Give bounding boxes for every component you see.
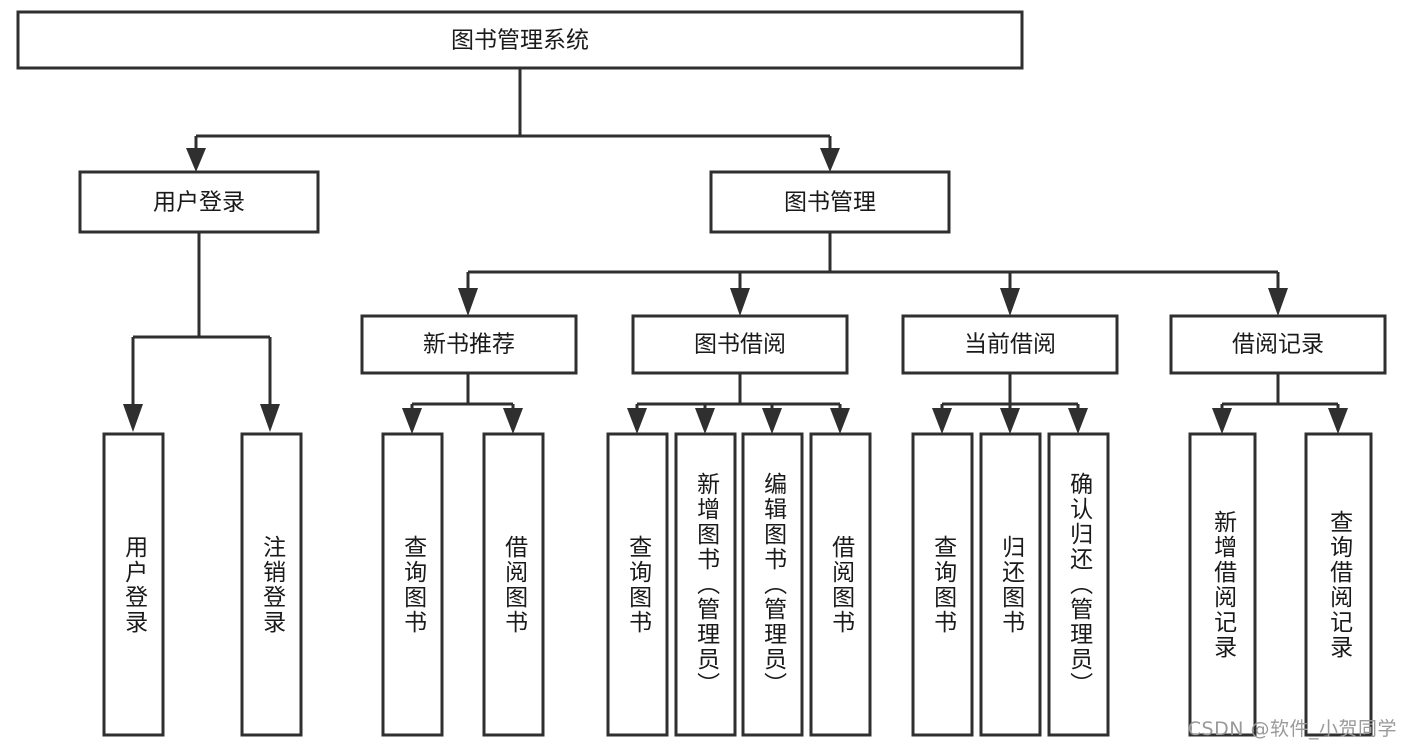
- node-new-book-recommend-label: 新书推荐: [423, 332, 515, 358]
- arrow-to-new-book-recommend: [458, 288, 478, 316]
- arrow-book-borrow-leaf-1: [627, 408, 647, 434]
- leaf-box-new-book-1[interactable]: [381, 432, 444, 737]
- arrow-book-borrow-leaf-4: [830, 408, 850, 434]
- node-book-manage-box: [709, 170, 951, 234]
- node-current-borrow-label: 当前借阅: [964, 332, 1056, 358]
- arrow-to-current-borrow: [1000, 288, 1020, 316]
- arrow-new-book-leaf-1: [402, 408, 422, 434]
- leaf-box-current-borrow-1[interactable]: [911, 432, 974, 737]
- node-book-manage-label: 图书管理: [784, 190, 876, 216]
- watermark: CSDN @软件_小贺同学: [1187, 718, 1397, 740]
- node-borrow-record-label: 借阅记录: [1232, 332, 1324, 358]
- leaf-box-borrow-record-2[interactable]: [1304, 432, 1373, 737]
- node-current-borrow-box: [901, 314, 1119, 375]
- node-user-login-label: 用户登录: [153, 190, 245, 216]
- connectors-group: [123, 68, 1348, 434]
- arrow-root-to-book-manage: [820, 148, 840, 172]
- arrow-current-borrow-leaf-3: [1068, 408, 1088, 434]
- node-user-login[interactable]: 用户登录: [78, 170, 320, 234]
- node-borrow-record-box: [1169, 314, 1387, 375]
- node-book-borrow-box: [631, 314, 849, 375]
- leaf-box-user-login-2[interactable]: [240, 432, 303, 737]
- leaf-box-book-borrow-1[interactable]: [606, 432, 669, 737]
- node-book-manage[interactable]: 图书管理: [709, 170, 951, 234]
- leaf-box-book-borrow-2[interactable]: [674, 432, 737, 737]
- node-new-book-recommend-box: [360, 314, 578, 375]
- arrow-to-book-borrow: [730, 288, 750, 316]
- node-book-borrow[interactable]: 图书借阅: [631, 314, 849, 375]
- leaf-box-current-borrow-3[interactable]: [1047, 432, 1110, 737]
- node-root-system[interactable]: 图书管理系统: [16, 10, 1024, 70]
- arrow-borrow-record-leaf-1: [1212, 408, 1232, 434]
- leaf-box-book-borrow-4[interactable]: [809, 432, 872, 737]
- node-borrow-record[interactable]: 借阅记录: [1169, 314, 1387, 375]
- node-user-login-box: [78, 170, 320, 234]
- arrow-current-borrow-leaf-2: [1000, 408, 1020, 434]
- arrow-book-borrow-leaf-3: [762, 408, 782, 434]
- node-current-borrow[interactable]: 当前借阅: [901, 314, 1119, 375]
- leaf-box-user-login-1[interactable]: [102, 432, 165, 737]
- leaf-box-borrow-record-1[interactable]: [1188, 432, 1257, 737]
- node-root-system-box: [16, 10, 1024, 70]
- node-book-borrow-label: 图书借阅: [694, 332, 786, 358]
- arrow-root-to-user-login: [186, 148, 206, 172]
- arrow-to-borrow-record: [1268, 288, 1288, 316]
- arrow-borrow-record-leaf-2: [1328, 408, 1348, 434]
- arrow-user-login-leaf-1: [123, 404, 143, 432]
- node-root-system-label: 图书管理系统: [451, 28, 589, 54]
- leaf-box-book-borrow-3[interactable]: [741, 432, 804, 737]
- arrow-current-borrow-leaf-1: [932, 408, 952, 434]
- arrow-user-login-leaf-2: [260, 404, 280, 432]
- arrow-new-book-leaf-2: [503, 408, 523, 434]
- leaf-box-current-borrow-2[interactable]: [979, 432, 1042, 737]
- node-new-book-recommend[interactable]: 新书推荐: [360, 314, 578, 375]
- leaf-box-new-book-2[interactable]: [482, 432, 545, 737]
- arrow-book-borrow-leaf-2: [695, 408, 715, 434]
